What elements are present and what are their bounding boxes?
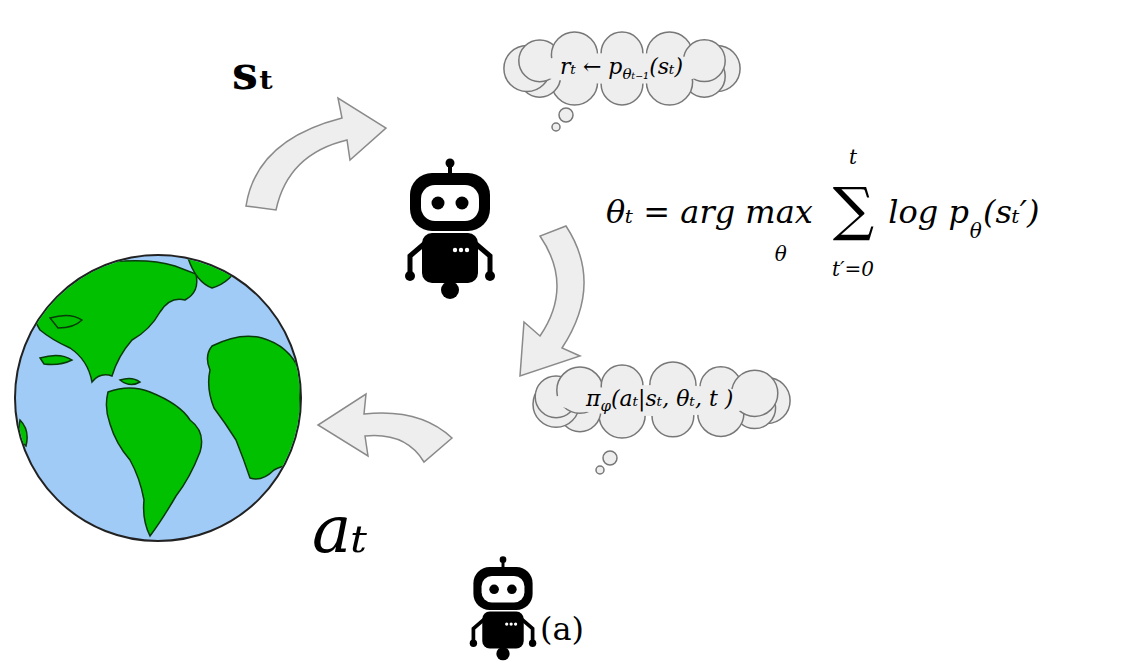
math-label: log p	[888, 195, 969, 230]
math-label: θ	[775, 243, 787, 265]
math-label: (sₜ′)	[983, 195, 1040, 230]
math-label: θₜ = arg max	[606, 195, 813, 230]
curved-arrow	[520, 226, 584, 376]
curved-arrow	[318, 394, 452, 462]
cloud-text: πφ(aₜ|sₜ, θₜ, t )	[586, 386, 733, 415]
robot-icon	[405, 159, 495, 300]
thought-cloud: rₜ ← pθₜ₋₁(sₜ)	[505, 31, 739, 106]
curved-arrow	[246, 98, 386, 210]
cloud-outline	[505, 31, 739, 106]
thought-cloud: πφ(aₜ|sₜ, θₜ, t )	[531, 363, 789, 438]
math-text: π	[586, 386, 600, 411]
math-label: aₜ	[312, 494, 368, 567]
subscript: φ	[600, 397, 611, 415]
math-label: ∑	[833, 178, 874, 242]
robot-icon	[470, 556, 537, 660]
caption: (a)	[540, 612, 584, 647]
math-text: rₜ ← p	[560, 54, 622, 79]
math-text: (aₜ|sₜ, θₜ, t )	[611, 386, 733, 411]
math-label: θ	[970, 220, 982, 242]
globe	[15, 255, 301, 541]
math-label: t	[849, 146, 857, 168]
math-label: sₜ	[232, 48, 275, 99]
subscript: θₜ₋₁	[622, 65, 649, 83]
cloud-text: rₜ ← pθₜ₋₁(sₜ)	[560, 54, 683, 83]
math-label: t′=0	[832, 258, 874, 280]
math-text: (sₜ)	[649, 54, 683, 79]
